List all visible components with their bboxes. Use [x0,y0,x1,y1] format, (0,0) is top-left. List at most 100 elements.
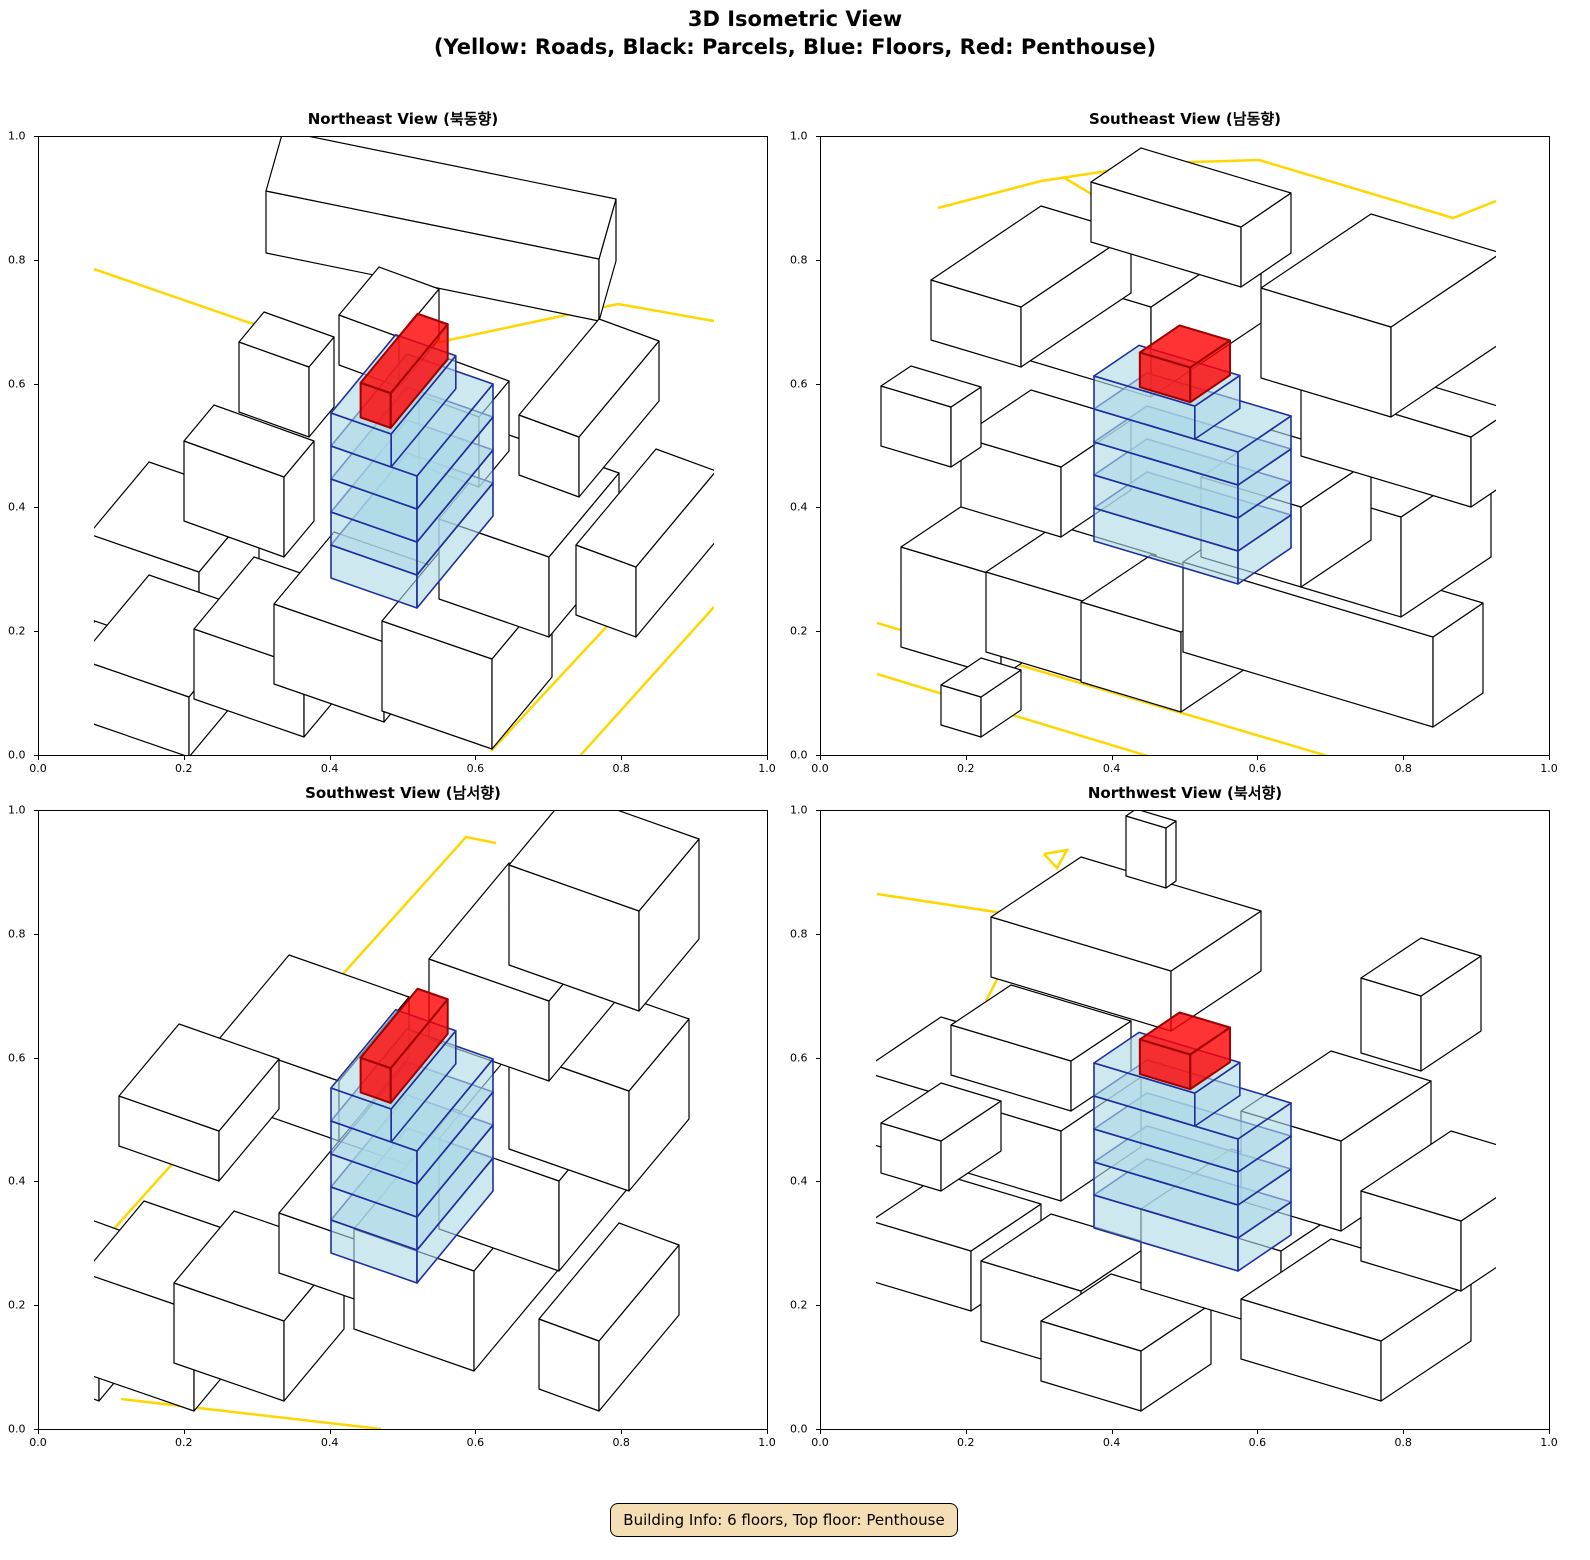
y-tick-mark [34,1057,38,1059]
axes [820,136,1550,756]
y-tick-mark [34,1429,38,1430]
y-tick-mark [816,1429,820,1430]
x-tick-label: 0.0 [811,762,829,775]
y-tick-label: 0.4 [790,500,808,514]
x-tick-mark [329,756,331,760]
y-tick-label: 0.2 [8,1298,26,1312]
y-tick-label: 0.6 [8,377,26,391]
x-tick-label: 0.4 [320,1436,339,1449]
y-tick-mark [816,1181,820,1183]
figure-title: 3D Isometric View [687,7,903,31]
x-tick-label: 0.0 [811,1436,829,1449]
y-tick-label: 0.6 [8,1051,26,1065]
parcel-building [950,984,1132,1062]
x-tick-label: 0.8 [612,1436,630,1449]
y-tick-label: 0.2 [790,1298,808,1312]
y-tick-label: 0.0 [790,748,808,762]
y-tick-label: 1.0 [790,129,808,143]
penthouse-block [1138,324,1231,369]
y-tick-mark [34,755,38,756]
parcel-building [990,856,1262,972]
y-tick-mark [816,383,820,385]
road-line [420,302,714,348]
scene-group [876,147,1496,755]
x-tick-mark [1403,1430,1405,1434]
y-tick-mark [34,1181,38,1183]
panel-title: Southeast View (남동향) [1088,110,1282,128]
parcel-building [1125,811,1177,829]
parcel-building [1090,147,1292,228]
y-tick-mark [816,810,820,811]
y-tick-mark [816,507,820,509]
road-line [579,606,714,755]
y-tick-label: 1.0 [8,803,26,817]
x-tick-mark [965,1430,967,1434]
penthouse-block [359,987,449,1070]
x-tick-label: 0.8 [612,762,630,775]
x-tick-label: 0.4 [1102,1436,1121,1449]
x-tick-label: 0.2 [957,762,975,775]
scene-group [94,137,714,755]
building-info-box: Building Info: 6 floors, Top floor: Pent… [610,1503,958,1537]
parcel-building [338,266,440,338]
panel-title: Northeast View (북동향) [307,110,499,128]
scene-group [94,811,700,1429]
x-tick-mark [475,1430,477,1434]
x-tick-mark [1549,1430,1550,1434]
road-line [1043,848,1070,871]
x-tick-mark [1111,756,1113,760]
parcel-building [930,205,1132,308]
x-tick-label: 0.4 [320,762,339,775]
x-tick-label: 0.8 [1394,1436,1412,1449]
y-tick-label: 0.0 [790,1422,808,1436]
y-tick-label: 0.4 [8,500,26,514]
axes [38,810,768,1430]
figure-subtitle: (Yellow: Roads, Black: Parcels, Blue: Fl… [433,35,1157,59]
parcel-building [575,448,714,568]
y-tick-label: 0.4 [790,1174,808,1188]
parcel-building [1165,820,1177,889]
x-tick-mark [38,756,39,760]
y-tick-label: 0.6 [790,1051,808,1065]
x-tick-mark [38,1430,39,1434]
parcel-building [1260,213,1496,328]
parcel-building [1460,1196,1496,1292]
x-tick-mark [1549,756,1550,760]
panel-title: Southwest View (남서향) [305,784,501,802]
y-tick-mark [816,1305,820,1307]
penthouse-block [1138,1011,1231,1056]
y-tick-mark [816,136,820,137]
scene-group [876,811,1496,1412]
x-tick-mark [1403,756,1405,760]
parcel-building [1470,419,1496,508]
y-tick-label: 0.8 [790,927,808,941]
x-tick-label: 0.6 [466,1436,485,1449]
y-tick-mark [34,1305,38,1307]
parcel-building [538,1222,680,1342]
y-tick-mark [34,933,38,935]
y-tick-mark [34,507,38,509]
y-tick-mark [816,631,820,633]
parcel-building [118,1023,280,1132]
parcel-building [183,404,315,478]
y-tick-label: 0.4 [8,1174,26,1188]
y-tick-mark [34,259,38,261]
x-tick-mark [329,1430,331,1434]
y-tick-label: 0.8 [790,253,808,267]
y-tick-label: 0.2 [790,624,808,638]
y-tick-label: 1.0 [790,803,808,817]
axes [820,810,1550,1430]
x-tick-label: 0.2 [175,1436,193,1449]
y-tick-label: 1.0 [8,129,26,143]
y-tick-label: 0.2 [8,624,26,638]
y-tick-mark [34,631,38,633]
y-tick-mark [34,383,38,385]
parcel-building [518,318,660,438]
y-tick-mark [816,1057,820,1059]
panel-title: Northwest View (북서향) [1087,784,1283,802]
